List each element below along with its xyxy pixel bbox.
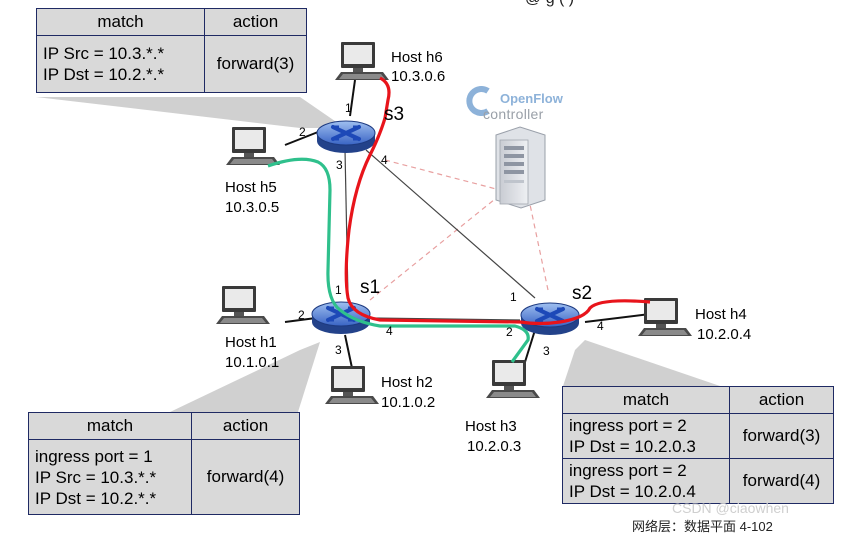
link-s1-h2: [344, 334, 353, 369]
controller-caption: controller: [483, 106, 544, 122]
match-line: IP Dst = 10.2.*.*: [43, 65, 165, 84]
host-h5-icon: [226, 127, 280, 165]
green-flow-path: [267, 157, 530, 363]
host-h4-name: Host h4: [695, 306, 747, 323]
s1-callout: [170, 342, 320, 412]
table-header-match: match: [36, 8, 205, 36]
match-line: ingress port = 1: [35, 446, 153, 466]
match-line: IP Dst = 10.2.*.*: [35, 488, 157, 508]
table-header-action: action: [191, 412, 300, 440]
red-flow-path: [344, 76, 651, 326]
host-h3-icon: [486, 360, 540, 398]
table-row: IP Src = 10.3.*.* IP Dst = 10.2.*.* forw…: [36, 35, 307, 93]
flow-table-s3: match action IP Src = 10.3.*.* IP Dst = …: [36, 8, 307, 93]
flow-table-s2: match action ingress port = 2 IP Dst = 1…: [562, 386, 834, 504]
link-s3-s2: [365, 149, 536, 299]
table-header-action: action: [204, 8, 307, 36]
port-s3-2: 2: [299, 125, 306, 139]
action-cell: forward(4): [191, 439, 300, 515]
match-cell: ingress port = 2 IP Dst = 10.2.0.4: [562, 458, 730, 504]
port-s1-1: 1: [335, 283, 342, 297]
port-s2-1: 1: [510, 290, 517, 304]
host-h5-name: Host h5: [225, 179, 277, 196]
switch-s2-label: s2: [572, 283, 593, 304]
table-row: ingress port = 2 IP Dst = 10.2.0.3 forwa…: [562, 413, 834, 459]
match-cell: IP Src = 10.3.*.* IP Dst = 10.2.*.*: [36, 35, 205, 93]
port-s2-2: 2: [506, 325, 513, 339]
host-h6-ip: 10.3.0.6: [391, 68, 446, 85]
port-s3-1: 1: [345, 101, 352, 115]
table-row: ingress port = 1 IP Src = 10.3.*.* IP Ds…: [28, 439, 300, 515]
link-s1-s2: [369, 317, 521, 321]
port-s1-4: 4: [386, 324, 393, 338]
openflow-logo-text: OpenFlow: [500, 91, 563, 106]
port-s3-4: 4: [381, 153, 388, 167]
link-s3-h6: [349, 79, 356, 117]
link-s1-h1: [284, 317, 317, 323]
switch-s3-label: s3: [384, 104, 405, 125]
host-h1-icon: [216, 286, 270, 324]
match-line: IP Src = 10.3.*.*: [35, 467, 157, 487]
action-cell: forward(3): [204, 35, 307, 93]
top-text-fragment: @ g ( ): [525, 0, 574, 8]
host-h4-ip: 10.2.0.4: [697, 326, 752, 343]
match-cell: ingress port = 2 IP Dst = 10.2.0.3: [562, 413, 730, 459]
host-h2-name: Host h2: [381, 374, 433, 391]
s3-callout: [36, 97, 345, 128]
host-h5-ip: 10.3.0.5: [225, 199, 280, 216]
host-h1-ip: 10.1.0.1: [225, 354, 280, 371]
match-line: ingress port = 2: [569, 461, 687, 480]
link-s3-h5: [284, 131, 319, 146]
flow-table-s1: match action ingress port = 1 IP Src = 1…: [28, 412, 300, 515]
host-h3-ip: 10.2.0.3: [467, 438, 522, 455]
openflow-logo: [466, 86, 566, 126]
match-line: IP Dst = 10.2.0.3: [569, 437, 696, 456]
switch-s1-label: s1: [360, 277, 381, 298]
link-s2-h4: [584, 313, 651, 323]
action-cell: forward(4): [729, 458, 834, 504]
port-s1-2: 2: [298, 308, 305, 322]
host-h6-icon: [335, 42, 389, 80]
host-h2-ip: 10.1.0.2: [381, 394, 436, 411]
match-line: ingress port = 2: [569, 416, 687, 435]
slide-footer: 网络层：数据平面 4-102: [632, 519, 773, 534]
s2-callout: [563, 340, 720, 386]
port-s1-3: 3: [335, 343, 342, 357]
port-s2-4: 4: [597, 319, 604, 333]
host-h1-name: Host h1: [225, 334, 277, 351]
action-cell: forward(3): [729, 413, 834, 459]
host-h6-name: Host h6: [391, 49, 443, 66]
link-s2-h3: [524, 329, 536, 363]
host-h3-name: Host h3: [465, 418, 517, 435]
match-cell: ingress port = 1 IP Src = 10.3.*.* IP Ds…: [28, 439, 192, 515]
table-header-action: action: [729, 386, 834, 414]
table-row: ingress port = 2 IP Dst = 10.2.0.4 forwa…: [562, 458, 834, 504]
table-header-match: match: [562, 386, 730, 414]
control-link-s2: [527, 194, 549, 291]
host-h4-icon: [638, 298, 692, 336]
control-link-s3: [384, 159, 501, 191]
port-s2-3: 3: [543, 344, 550, 358]
match-line: IP Src = 10.3.*.*: [43, 44, 165, 63]
controller-server-icon: [495, 126, 546, 209]
port-s3-3: 3: [336, 158, 343, 172]
switch-s3-icon: [315, 119, 377, 155]
table-header-match: match: [28, 412, 192, 440]
control-link-s1: [369, 194, 501, 301]
switch-s1-icon: [310, 300, 372, 336]
match-line: IP Dst = 10.2.0.4: [569, 482, 696, 501]
host-h2-icon: [325, 366, 379, 404]
watermark: CSDN @ciaowhen: [672, 500, 789, 516]
